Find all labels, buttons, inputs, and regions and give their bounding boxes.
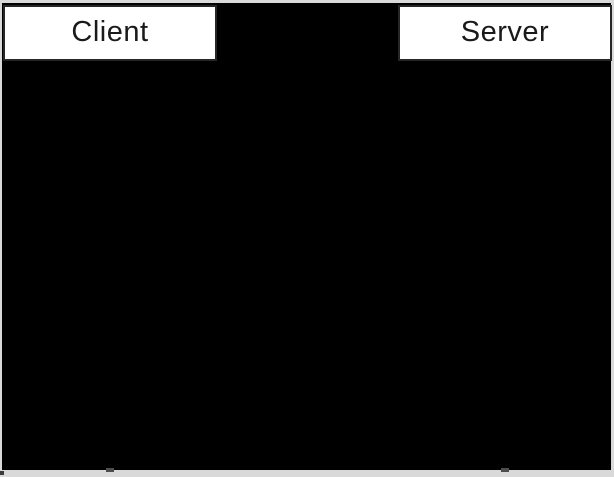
participant-label-client: Client: [71, 15, 149, 48]
diagram-canvas: [2, 3, 611, 470]
participant-box-client: Client: [3, 5, 217, 61]
client-lifeline-stub: [106, 468, 114, 472]
bottom-left-corner-mark: [0, 471, 4, 475]
participant-box-server: Server: [398, 5, 612, 61]
server-lifeline-stub: [501, 468, 509, 472]
participant-label-server: Server: [460, 15, 550, 48]
